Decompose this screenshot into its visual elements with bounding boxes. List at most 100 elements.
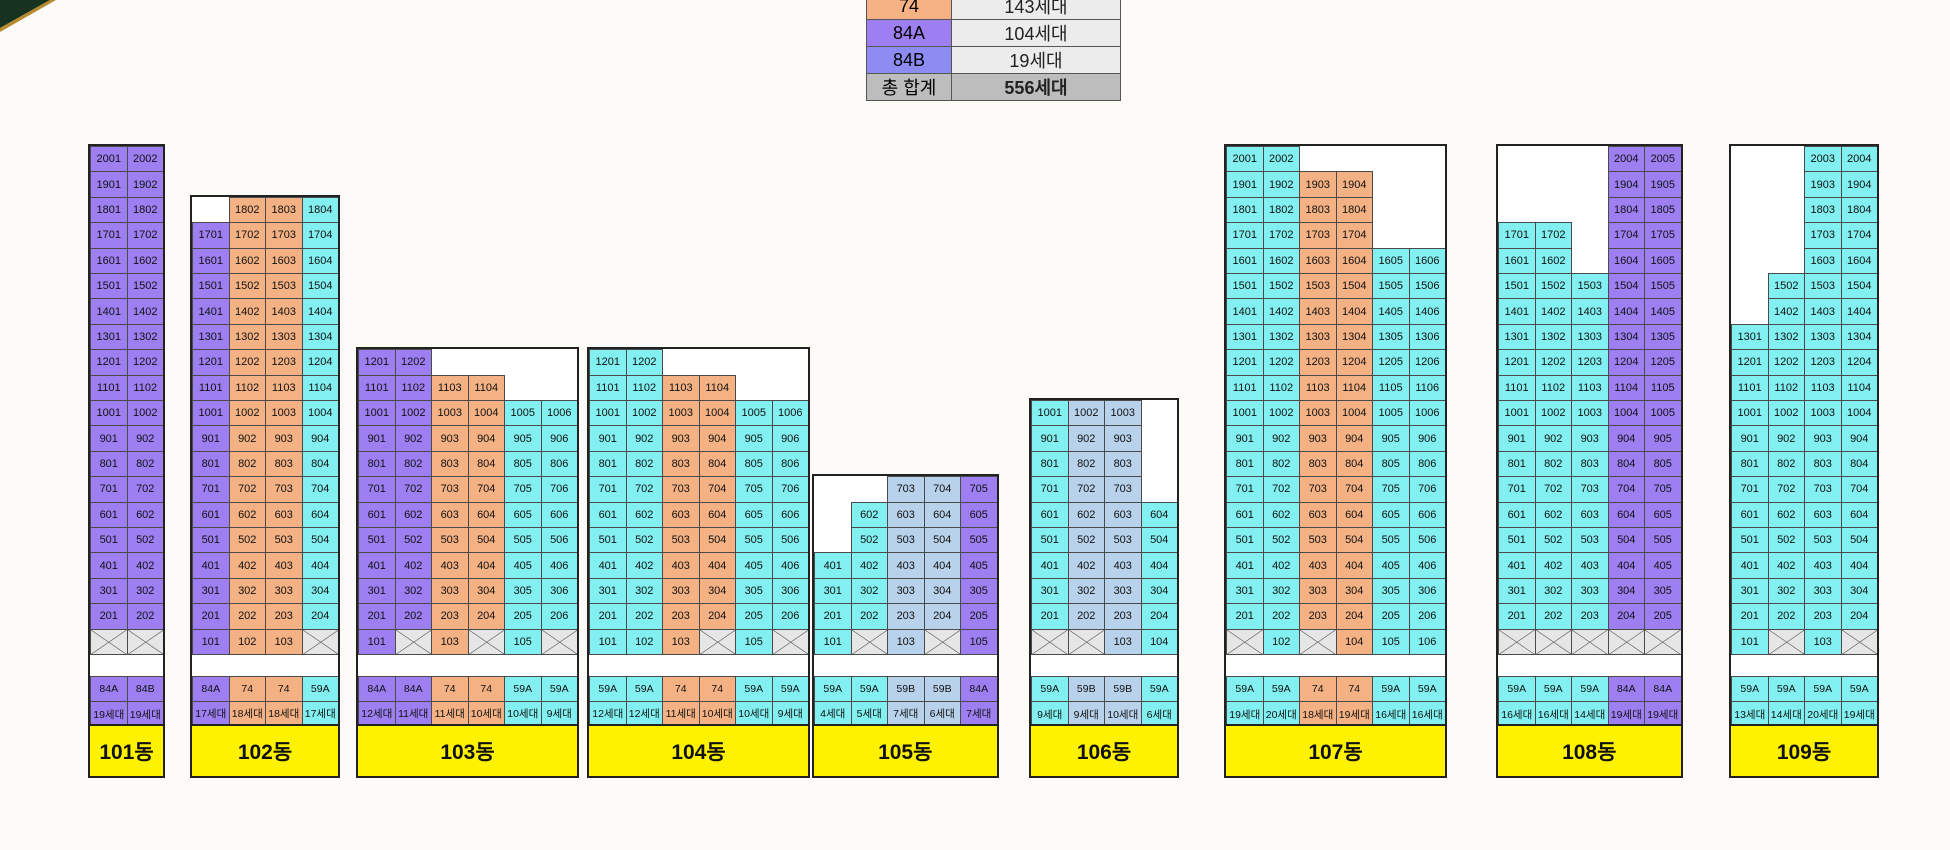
unit-cell: 1006 (1408, 400, 1445, 427)
unit-cell: 1002 (625, 399, 663, 427)
unit-cell: 1502 (228, 272, 266, 300)
household-count-label: 10세대 (504, 700, 542, 727)
unit-cell: 1406 (1408, 298, 1445, 325)
unit-cell: 501 (358, 526, 396, 554)
unit-cell: 504 (1607, 527, 1645, 554)
unit-cell: 1202 (228, 349, 266, 376)
unit-type-label: 59A (1140, 676, 1177, 702)
unit-cell: 905 (1644, 425, 1681, 452)
unit-cell: 102 (625, 628, 663, 655)
unit-cell: 203 (1299, 603, 1337, 630)
unit-cell: 1702 (1262, 222, 1300, 249)
unit-cell: 502 (1534, 527, 1572, 554)
unit-cell: 1006 (771, 399, 808, 427)
unit-cell: 802 (1534, 450, 1572, 478)
unit-cell: 805 (504, 450, 542, 478)
unit-cell: 205 (735, 603, 773, 630)
unit-cell: 1001 (589, 399, 627, 427)
unit-cell: 305 (1372, 577, 1410, 605)
unit-cell: 1504 (1335, 273, 1373, 300)
unit-cell: 901 (1498, 425, 1536, 452)
unit-cell: 204 (1607, 603, 1645, 630)
unit-cell: 1104 (467, 374, 505, 401)
unit-cell (540, 628, 577, 655)
unit-cell: 701 (1731, 476, 1769, 503)
unit-cell (301, 628, 338, 655)
unit-cell: 303 (265, 577, 303, 605)
unit-cell: 1502 (1767, 273, 1805, 300)
unit-cell: 301 (589, 577, 627, 605)
unit-cell: 1202 (1262, 349, 1300, 376)
unit-cell (850, 628, 888, 655)
unit-cell: 501 (1731, 527, 1769, 554)
household-count-label: 10세대 (467, 700, 505, 727)
unit-cell: 1204 (1335, 349, 1373, 376)
unit-cell: 201 (589, 603, 627, 630)
unit-cell: 203 (431, 603, 469, 630)
unit-cell: 805 (735, 450, 773, 478)
unit-cell: 302 (394, 577, 432, 605)
household-count-label: 17세대 (301, 700, 338, 727)
unit-cell: 804 (1840, 450, 1877, 478)
unit-cell: 504 (1140, 527, 1177, 554)
unit-cell: 904 (1335, 425, 1373, 452)
unit-cell: 705 (960, 476, 997, 503)
unit-cell: 202 (1067, 603, 1105, 630)
unit-cell: 703 (1299, 476, 1337, 503)
unit-cell: 501 (1226, 527, 1264, 554)
unit-cell: 402 (850, 552, 888, 579)
unit-cell: 1202 (394, 349, 432, 376)
unit-cell: 505 (1372, 527, 1410, 554)
unit-cell: 604 (301, 501, 338, 528)
unit-cell: 904 (698, 425, 736, 452)
unit-cell: 1803 (265, 196, 303, 224)
unit-cell: 1503 (1804, 273, 1842, 300)
unit-cell: 1204 (1840, 349, 1877, 376)
unit-cell: 1403 (1804, 298, 1842, 325)
unit-cell: 1002 (1534, 400, 1572, 427)
unit-type-label: 74 (431, 675, 469, 702)
unit-cell: 1804 (301, 196, 338, 224)
unit-cell: 504 (301, 526, 338, 554)
unit-cell: 1804 (1607, 196, 1645, 224)
unit-cell: 1101 (192, 374, 230, 401)
unit-cell: 1201 (90, 349, 128, 376)
unit-cell: 502 (1067, 527, 1105, 554)
unit-cell: 802 (1067, 450, 1105, 478)
unit-cell: 1904 (1335, 171, 1373, 198)
unit-type-label: 74 (662, 675, 700, 702)
unit-cell: 1205 (1644, 349, 1681, 376)
unit-cell: 903 (1571, 425, 1609, 452)
unit-cell: 203 (1571, 603, 1609, 630)
unit-type-label: 74 (467, 675, 505, 702)
unit-cell: 1104 (1335, 374, 1373, 401)
unit-cell: 1403 (1299, 298, 1337, 325)
unit-cell: 801 (589, 450, 627, 478)
unit-cell: 404 (1607, 552, 1645, 579)
household-count-label: 9세대 (1031, 701, 1069, 727)
unit-cell: 204 (1840, 603, 1877, 630)
unit-cell: 1206 (1408, 349, 1445, 376)
unit-cell: 503 (1804, 527, 1842, 554)
unit-cell: 1003 (431, 399, 469, 427)
unit-cell: 1101 (589, 374, 627, 401)
unit-type-label: 59A (1534, 676, 1572, 702)
unit-cell: 704 (923, 476, 961, 503)
unit-cell: 805 (1372, 450, 1410, 478)
unit-cell: 1801 (90, 196, 128, 224)
unit-cell: 803 (662, 450, 700, 478)
unit-cell: 1703 (265, 222, 303, 249)
unit-cell (923, 628, 961, 655)
unit-cell: 1605 (1644, 247, 1681, 274)
household-count-label: 9세대 (1067, 701, 1105, 727)
unit-cell: 205 (1644, 603, 1681, 630)
unit-cell: 1004 (467, 399, 505, 427)
unit-cell: 702 (1067, 476, 1105, 503)
unit-cell: 404 (301, 552, 338, 579)
unit-cell: 204 (301, 603, 338, 630)
unit-cell: 1102 (625, 374, 663, 401)
unit-cell: 1802 (1262, 196, 1300, 224)
unit-cell: 1501 (1498, 273, 1536, 300)
unit-cell: 101 (358, 628, 396, 655)
